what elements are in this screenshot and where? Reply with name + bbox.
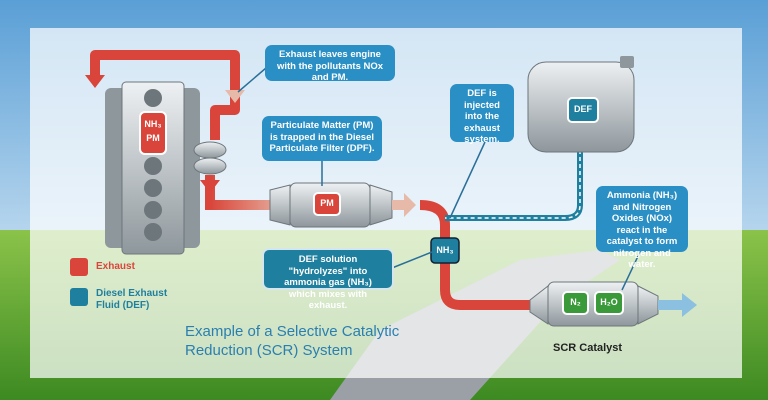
callout-def-hydrolyzes: DEF solution "hydrolyzes" into ammonia g… (262, 248, 394, 311)
clean-exhaust-arrow-icon (682, 293, 697, 317)
callout-exhaust-leaves: Exhaust leaves engine with the pollutant… (265, 45, 395, 83)
scr-catalyst-label: SCR Catalyst (553, 342, 623, 354)
engine-pm-label: PM (146, 133, 160, 143)
dpf-pm-box (313, 192, 341, 216)
legend-swatch-def (70, 288, 88, 306)
exhaust-arrow-icon (404, 193, 416, 217)
h2o-box (594, 291, 624, 315)
def-tank-label-box (567, 97, 599, 123)
exhaust-pipe-to-scr (419, 200, 545, 310)
n2-label: N₂ (570, 297, 581, 307)
nh3-label: NH₃ (436, 245, 454, 255)
exhaust-arrow-icon (200, 180, 220, 193)
nh3-box (430, 237, 460, 264)
callout-ammonia-react: Ammonia (NH₃) and Nitrogen Oxides (NOx) … (596, 186, 688, 270)
engine-pollutant-box (139, 111, 167, 155)
turbo (193, 141, 227, 159)
scr-catalyst (547, 281, 639, 327)
exhaust-arrow-icon (85, 75, 105, 88)
def-tank-label: DEF (574, 104, 592, 114)
h2o-label: H₂O (600, 297, 618, 307)
callout-def-injected: DEF is injected into the exhaust system. (450, 84, 514, 145)
callout-leaders (237, 67, 641, 291)
exhaust-pipe-loop (90, 50, 240, 140)
legend-label: Diesel Exhaust Fluid (DEF) (96, 288, 168, 311)
callout-pm-trapped: Particulate Matter (PM) is trapped in th… (262, 116, 382, 161)
engine-cylinders (144, 89, 162, 241)
legend-def: Diesel Exhaust Fluid (DEF) (70, 288, 176, 312)
dpf-pm-label: PM (320, 198, 334, 208)
exhaust-arrow-icon (225, 90, 245, 103)
diagram-title: Example of a Selective Catalytic Reducti… (185, 323, 400, 359)
legend-exhaust: Exhaust (70, 258, 135, 276)
engine-nh3-label: NH₃ (144, 119, 162, 129)
n2-box (562, 291, 589, 315)
legend-swatch-exhaust (70, 258, 88, 276)
legend-label: Exhaust (96, 261, 135, 272)
